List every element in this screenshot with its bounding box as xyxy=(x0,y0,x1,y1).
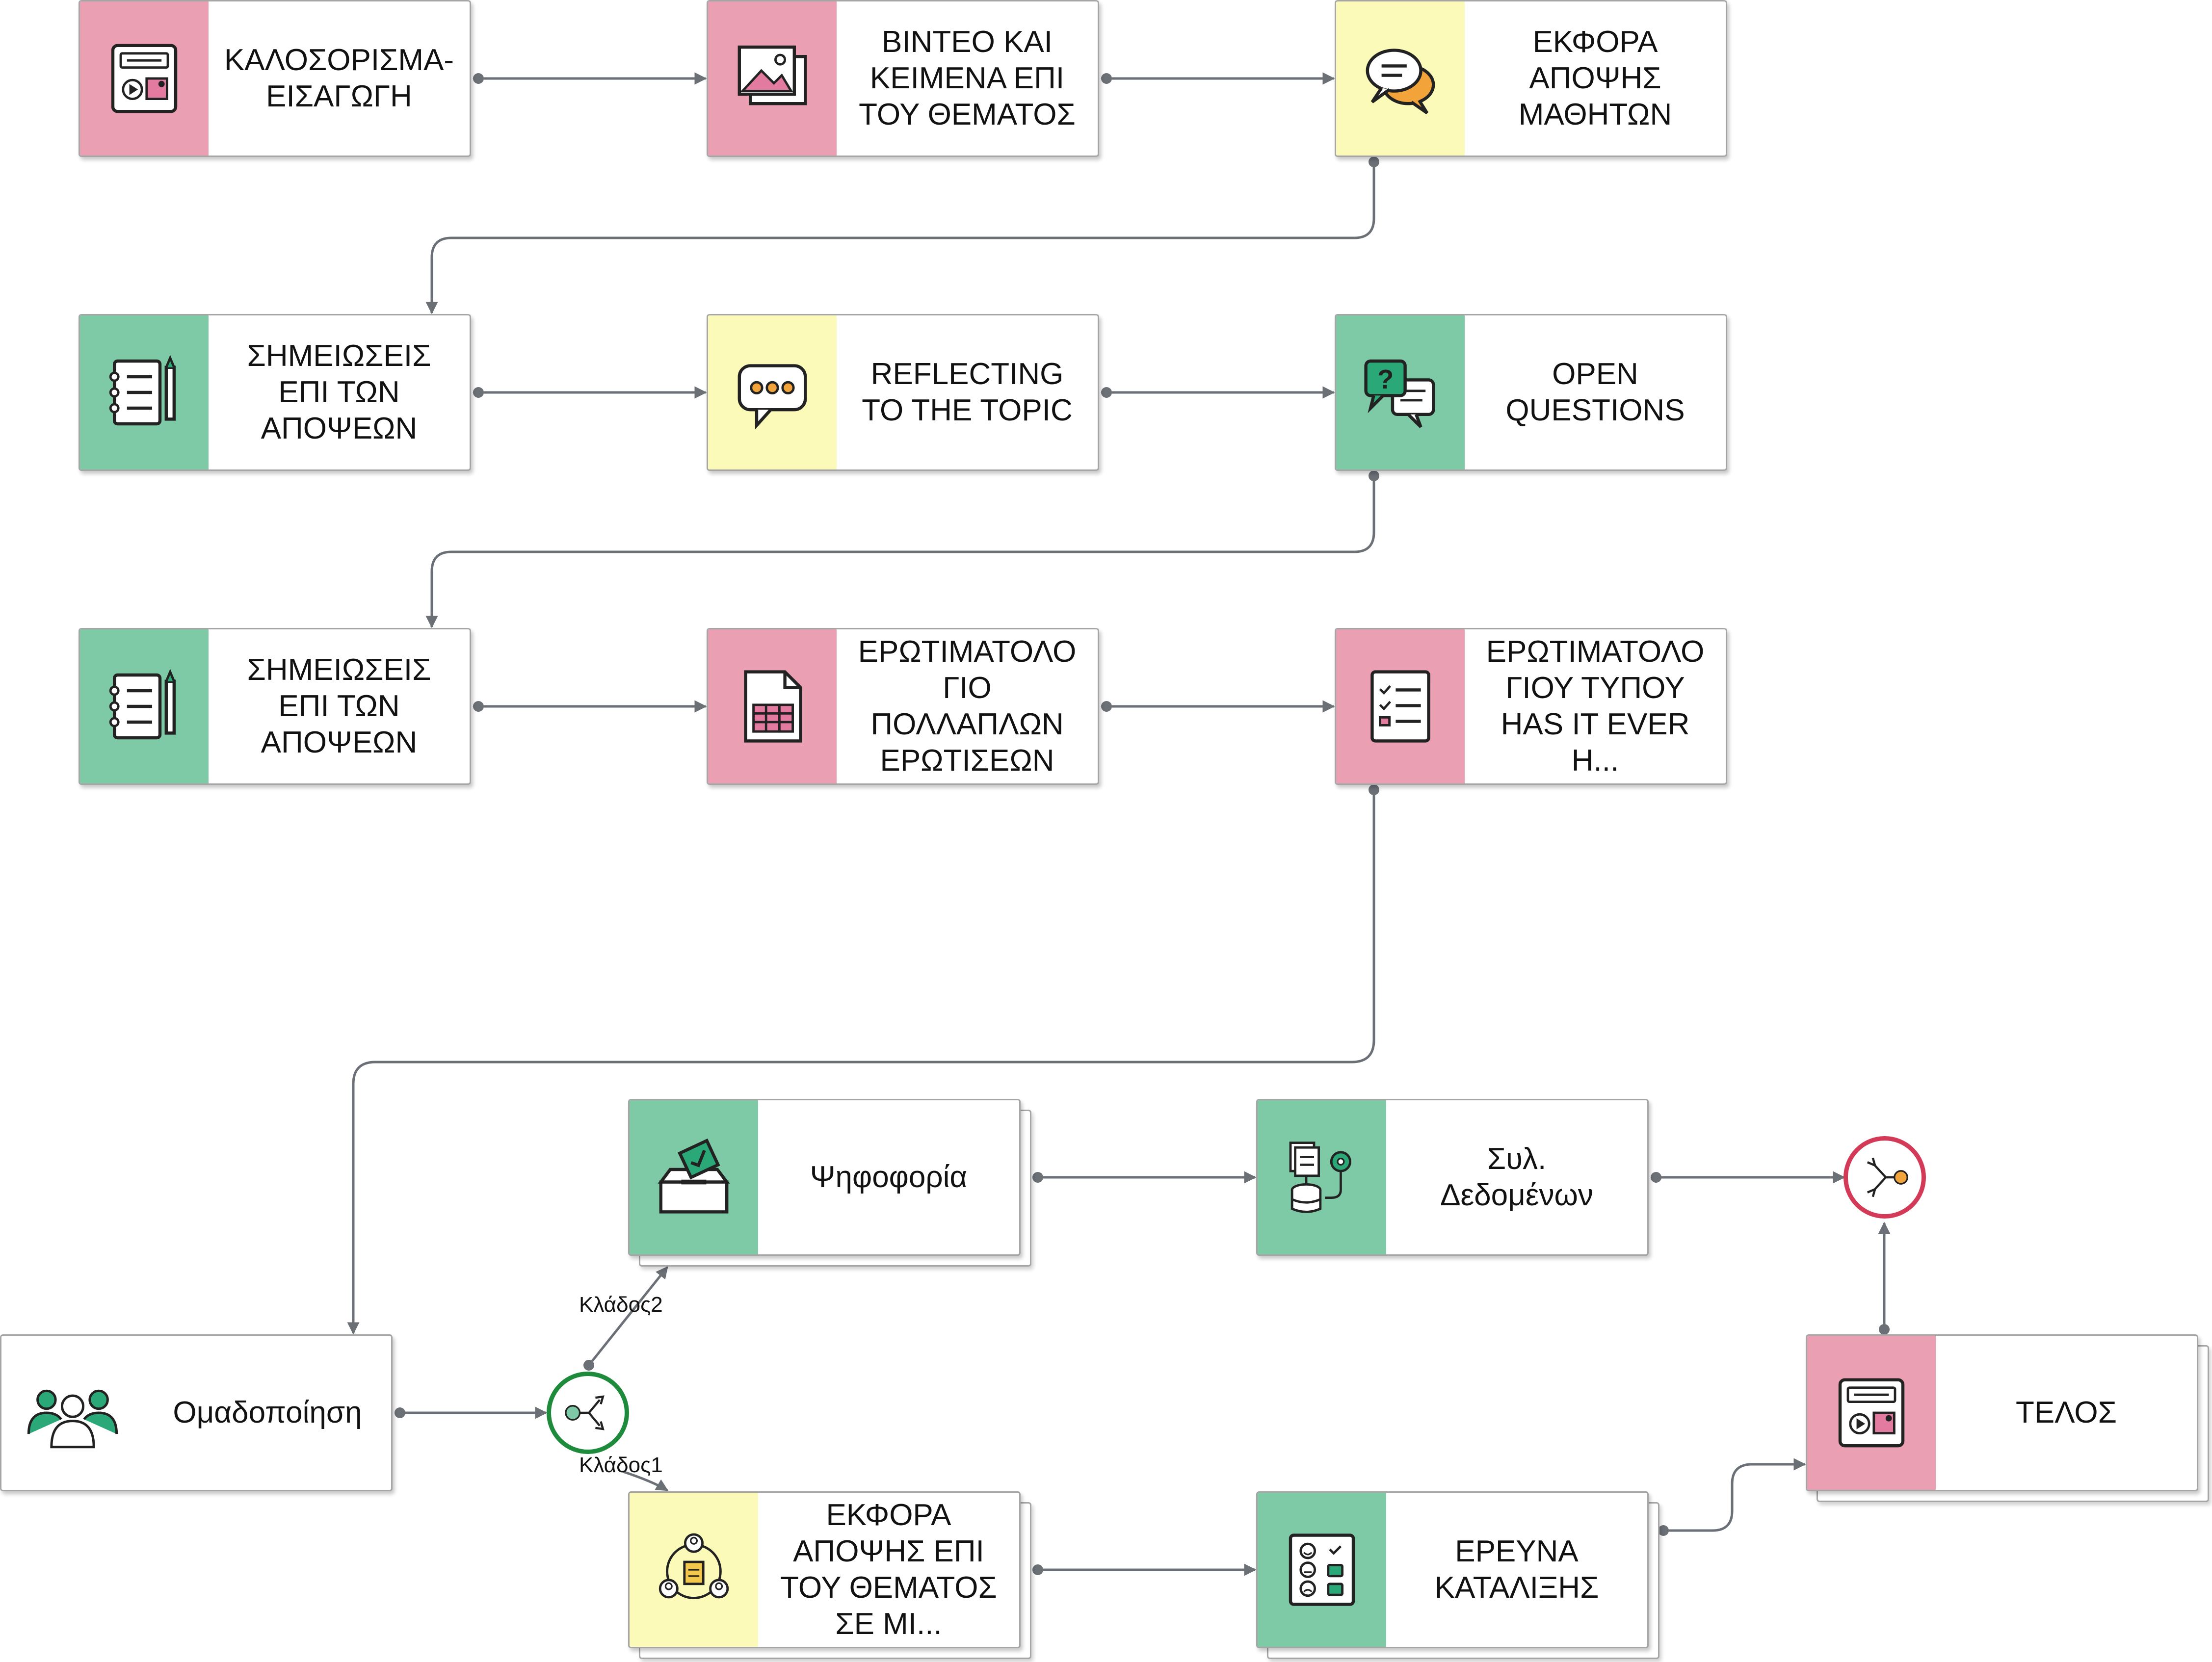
group-people-icon xyxy=(27,1389,118,1449)
step-band xyxy=(1807,1336,1936,1490)
connector-n6-n7 xyxy=(425,476,1375,628)
step-label: ΕΡΩΤΙΜΑΤΟΛΟ ΓΙΟ ΠΟΛΛΑΠΛΩΝ ΕΡΩΤΙΣΕΩΝ xyxy=(858,635,1077,778)
spreadsheet-icon xyxy=(744,670,802,743)
chat-bubbles-icon xyxy=(1366,49,1435,115)
step-band xyxy=(80,315,209,469)
step-node-n9[interactable]: ΕΡΩΤΙΜΑΤΟΛΟ ΓΙΟΥ ΤΥΠΟΥ HAS IT EVER H... xyxy=(1335,628,1727,785)
step-node-n13[interactable]: ΕΚΦΟΡΑ ΑΠΟΨΗΣ ΕΠΙ ΤΟΥ ΘΕΜΑΤΟΣ ΣΕ ΜΙ... xyxy=(628,1491,1021,1648)
notebook-pencil-icon xyxy=(109,669,176,740)
step-band xyxy=(630,1493,758,1647)
survey-faces-icon xyxy=(1289,1533,1355,1606)
step-node-n5[interactable]: REFLECTING TO THE TOPIC xyxy=(707,314,1099,471)
branch-label-2: Κλάδος2 xyxy=(579,1293,663,1317)
step-node-n7[interactable]: ΣΗΜΕΙΩΣΕΙΣ ΕΠΙ ΤΩΝ ΑΠΟΨΕΩΝ xyxy=(79,628,471,785)
step-band xyxy=(708,629,837,783)
image-gallery-icon xyxy=(737,45,807,105)
question-chat-icon: ? xyxy=(1364,359,1435,428)
step-node-n8[interactable]: ΕΡΩΤΙΜΑΤΟΛΟ ΓΙΟ ΠΟΛΛΑΠΛΩΝ ΕΡΩΤΙΣΕΩΝ xyxy=(707,628,1099,785)
presentation-media-icon xyxy=(111,44,178,113)
branch-merge-icon xyxy=(1867,1157,1908,1197)
checklist-icon xyxy=(1370,670,1430,743)
connector-n3-n4 xyxy=(425,162,1375,314)
step-label: Ομαδοποίηση xyxy=(173,1396,362,1429)
step-band xyxy=(708,315,837,469)
connector-split-n10 xyxy=(588,1266,668,1366)
notebook-pencil-icon xyxy=(109,355,176,426)
step-label: ΕΚΦΟΡΑ ΑΠΟΨΗΣ ΜΑΘΗΤΩΝ xyxy=(1518,25,1672,131)
step-label: ΕΡΩΤΙΜΑΤΟΛΟ ΓΙΟΥ ΤΥΠΟΥ HAS IT EVER H... xyxy=(1486,635,1705,778)
step-node-n11[interactable]: Συλ. Δεδομένων xyxy=(1256,1099,1649,1256)
step-label: OPEN QUESTIONS xyxy=(1505,357,1685,427)
step-band xyxy=(1258,1493,1386,1647)
step-node-n4[interactable]: ΣΗΜΕΙΩΣΕΙΣ ΕΠΙ ΤΩΝ ΑΠΟΨΕΩΝ xyxy=(79,314,471,471)
split-gateway[interactable] xyxy=(547,1372,629,1454)
step-label: Συλ. Δεδομένων xyxy=(1440,1142,1593,1212)
step-label: ΣΗΜΕΙΩΣΕΙΣ ΕΠΙ ΤΩΝ ΑΠΟΨΕΩΝ xyxy=(247,653,431,759)
connector-split-n13 xyxy=(623,1470,669,1492)
step-label: ΚΑΛΟΣΟΡΙΣΜΑ- ΕΙΣΑΓΩΓΗ xyxy=(224,43,454,113)
step-node-n10[interactable]: Ψηφοφορία xyxy=(628,1099,1021,1256)
group-discussion-icon xyxy=(658,1533,729,1599)
step-band xyxy=(630,1100,758,1254)
merge-gateway[interactable] xyxy=(1843,1136,1926,1219)
step-label: ΕΚΦΟΡΑ ΑΠΟΨΗΣ ΕΠΙ ΤΟΥ ΘΕΜΑΤΟΣ ΣΕ ΜΙ... xyxy=(780,1498,997,1641)
connector-n9-n12 xyxy=(347,790,1375,1335)
data-collection-icon xyxy=(1289,1142,1351,1213)
step-band xyxy=(708,1,837,156)
step-band xyxy=(1,1336,144,1490)
step-node-n6[interactable]: ? OPEN QUESTIONS xyxy=(1335,314,1727,471)
speech-dots-icon xyxy=(737,364,807,430)
step-node-n15[interactable]: ΤΕΛΟΣ xyxy=(1806,1334,2198,1491)
connector-n14-n15 xyxy=(1663,1458,1806,1532)
step-label: REFLECTING TO THE TOPIC xyxy=(862,357,1073,427)
branch-label-1: Κλάδος1 xyxy=(579,1453,663,1477)
step-node-n1[interactable]: ΚΑΛΟΣΟΡΙΣΜΑ- ΕΙΣΑΓΩΓΗ xyxy=(79,0,471,157)
svg-text:?: ? xyxy=(1377,364,1394,394)
step-label: ΣΗΜΕΙΩΣΕΙΣ ΕΠΙ ΤΩΝ ΑΠΟΨΕΩΝ xyxy=(247,339,431,445)
step-label: ΒΙΝΤΕΟ ΚΑΙ ΚΕΙΜΕΝΑ ΕΠΙ ΤΟΥ ΘΕΜΑΤΟΣ xyxy=(859,25,1076,131)
branch-split-icon xyxy=(565,1395,605,1430)
step-label: Ψηφοφορία xyxy=(810,1160,968,1194)
step-band xyxy=(1336,1,1465,156)
presentation-media-icon xyxy=(1838,1378,1905,1448)
step-node-n2[interactable]: ΒΙΝΤΕΟ ΚΑΙ ΚΕΙΜΕΝΑ ΕΠΙ ΤΟΥ ΘΕΜΑΤΟΣ xyxy=(707,0,1099,157)
step-band xyxy=(1258,1100,1386,1254)
step-band xyxy=(80,1,209,156)
ballot-box-icon xyxy=(658,1138,730,1214)
step-node-n3[interactable]: ΕΚΦΟΡΑ ΑΠΟΨΗΣ ΜΑΘΗΤΩΝ xyxy=(1335,0,1727,157)
step-node-n12[interactable]: Ομαδοποίηση xyxy=(0,1334,393,1491)
step-band: ? xyxy=(1336,315,1465,469)
step-label: ΕΡΕΥΝΑ ΚΑΤΑΛΙΞΗΣ xyxy=(1434,1534,1599,1605)
step-band xyxy=(1336,629,1465,783)
step-band xyxy=(80,629,209,783)
step-label: ΤΕΛΟΣ xyxy=(2016,1396,2117,1429)
step-node-n14[interactable]: ΕΡΕΥΝΑ ΚΑΤΑΛΙΞΗΣ xyxy=(1256,1491,1649,1648)
